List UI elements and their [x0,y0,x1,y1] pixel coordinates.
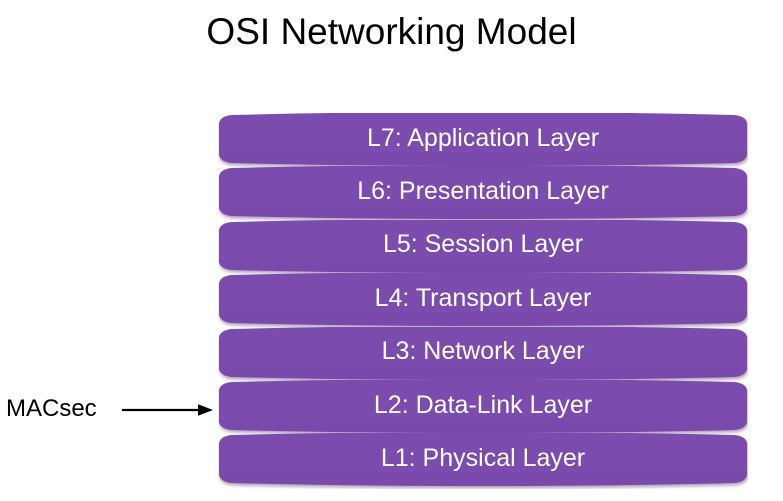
osi-layer-label: L6: Presentation Layer [357,176,609,205]
osi-layer-l6[interactable]: L6: Presentation Layer [218,165,748,220]
osi-layer-shape [218,165,748,220]
osi-layer-l1[interactable]: L1: Physical Layer [218,432,748,487]
osi-layer-label: L3: Network Layer [381,337,585,366]
page-title: OSI Networking Model [206,11,577,52]
osi-layer-label: L7: Application Layer [366,123,600,152]
arrow-right-icon [120,396,215,424]
osi-layer-shape [218,325,748,380]
osi-layer-label: L1: Physical Layer [380,443,586,472]
osi-layer-shape [218,432,748,487]
osi-layer-shape [218,218,748,273]
macsec-annotation: MACsec [0,392,215,428]
macsec-label: MACsec [6,395,97,422]
osi-layer-l5[interactable]: L5: Session Layer [218,218,748,273]
osi-layer-shape [218,112,748,166]
osi-layer-l7[interactable]: L7: Application Layer [218,112,748,166]
osi-layer-l4[interactable]: L4: Transport Layer [218,272,748,327]
osi-layer-label: L4: Transport Layer [374,283,592,312]
osi-layer-l2[interactable]: L2: Data-Link Layer [218,379,748,433]
osi-layer-label: L5: Session Layer [382,230,584,259]
osi-layer-l3[interactable]: L3: Network Layer [218,325,748,380]
osi-layer-shape [218,272,748,327]
osi-layer-label: L2: Data-Link Layer [373,390,593,419]
osi-layer-shape [218,379,748,433]
